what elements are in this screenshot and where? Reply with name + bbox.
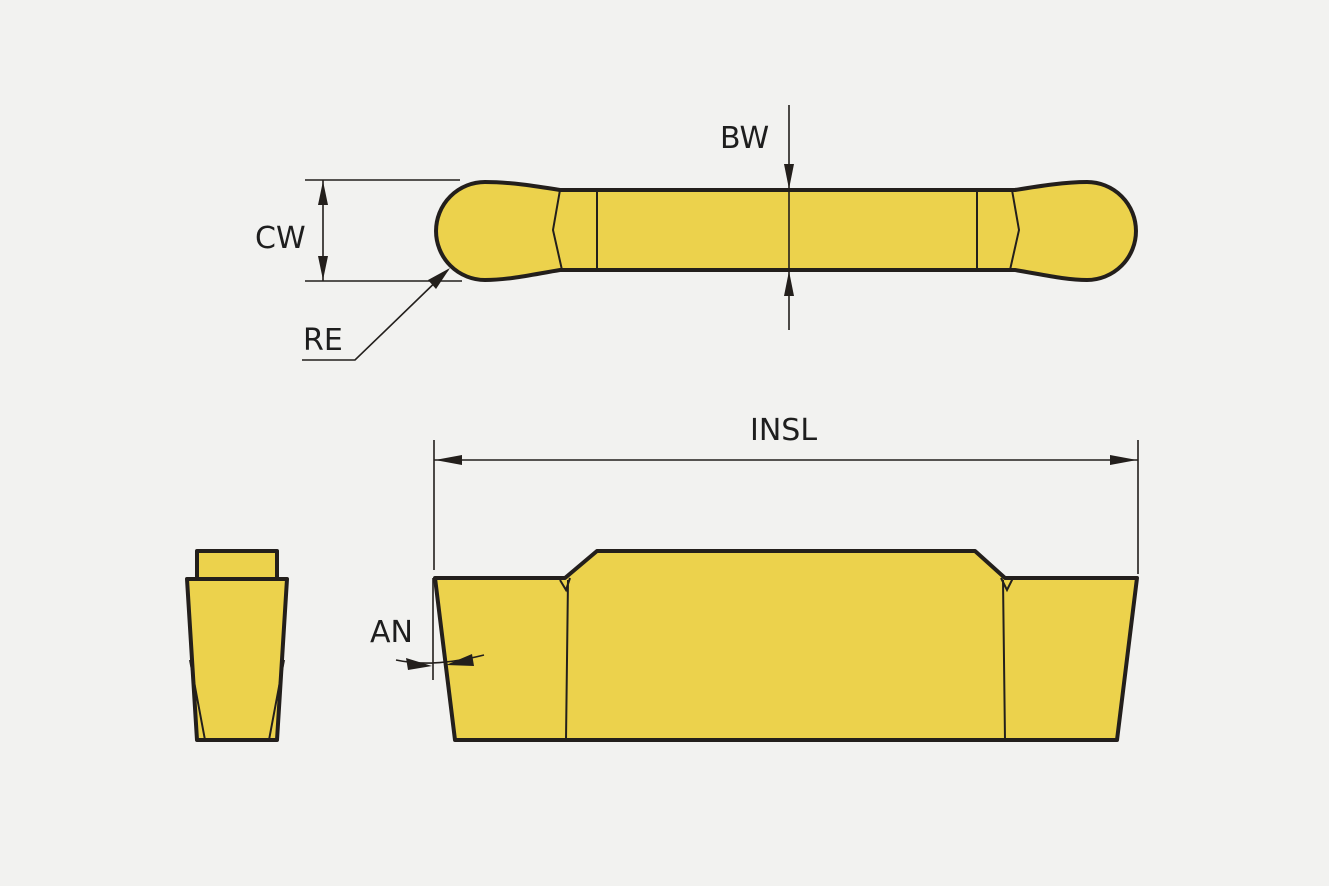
cw-label: CW <box>255 221 306 256</box>
insl-dimension: INSL <box>433 413 1139 574</box>
an-label: AN <box>370 615 413 650</box>
insert-end-view <box>185 549 289 742</box>
insl-label: INSL <box>750 413 817 448</box>
re-label: RE <box>303 323 343 358</box>
insert-top-view <box>434 180 1138 282</box>
cw-dimension: CW <box>255 179 462 282</box>
an-dimension: AN <box>370 578 485 680</box>
bw-label: BW <box>720 121 769 156</box>
bw-dimension: BW <box>720 105 794 330</box>
re-dimension: RE <box>302 268 450 361</box>
insert-side-view <box>433 549 1139 742</box>
